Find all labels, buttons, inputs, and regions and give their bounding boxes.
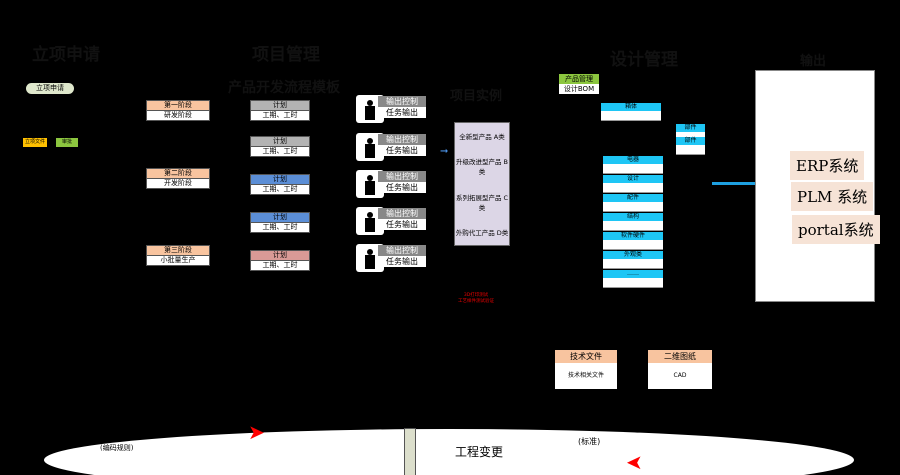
- apply-pill[interactable]: 立项申请: [26, 83, 74, 94]
- design-item[interactable]: 外观类: [603, 251, 663, 269]
- example-c: 系列拓展型产品 C类: [455, 193, 509, 212]
- heading-project: 项目管理: [252, 45, 320, 65]
- red-note: 3D打印测试工艺样件测试验证: [458, 293, 494, 304]
- design-item[interactable]: 结构: [603, 213, 663, 231]
- arrow-right-icon: ➞: [440, 146, 449, 157]
- ellipse-left-label: (编码规则): [100, 444, 134, 452]
- heading-example: 项目实例: [450, 89, 503, 104]
- system-plm: PLM 系统: [791, 182, 874, 211]
- red-arrow-left-icon: ➤: [626, 450, 643, 474]
- system-portal: portal系统: [792, 215, 880, 244]
- output-control-box: 输出控制任务输出: [378, 96, 426, 118]
- heading-flow: 产品开发流程模板: [228, 80, 340, 96]
- plan-box: 计划工期、工时: [250, 212, 310, 233]
- design-item[interactable]: 设计: [603, 175, 663, 193]
- connector-line: [712, 182, 756, 185]
- product-box: 产品管理设计BOM: [559, 74, 599, 94]
- plan-box: 计划工期、工时: [250, 250, 310, 271]
- output-control-box: 输出控制任务输出: [378, 171, 426, 193]
- heading-design: 设计管理: [610, 50, 678, 70]
- ellipse-right-label: (标准): [578, 437, 601, 446]
- output-control-box: 输出控制任务输出: [378, 245, 426, 267]
- design-item[interactable]: 部件: [676, 137, 705, 155]
- design-item[interactable]: 配件: [603, 194, 663, 212]
- design-item[interactable]: 电器: [603, 156, 663, 174]
- output-control-box: 输出控制任务输出: [378, 208, 426, 230]
- system-erp: ERP系统: [790, 151, 865, 180]
- tech-box: 技术文件技术相关文件: [555, 350, 617, 389]
- heading-apply: 立项申请: [32, 45, 100, 65]
- apply-doc: 立项文件: [23, 138, 47, 147]
- apply-approve: 审批: [56, 138, 78, 147]
- heading-output: 输出: [800, 54, 827, 69]
- design-item[interactable]: 箱体: [601, 103, 661, 121]
- red-arrow-right-icon: ➤: [248, 420, 265, 444]
- ellipse-center-label: 工程变更: [455, 445, 504, 459]
- plan-box: 计划工期、工时: [250, 100, 310, 121]
- lifecycle-ellipse: [44, 429, 854, 475]
- design-item[interactable]: ……: [603, 270, 663, 288]
- double-arrow-icon: [404, 428, 416, 475]
- stage-box: 第一阶段研发阶段: [146, 100, 210, 121]
- stage-box: 第二阶段开发阶段: [146, 168, 210, 189]
- stage-box: 第三阶段小批量生产: [146, 245, 210, 266]
- example-d: 外购代工产品 D类: [455, 229, 509, 238]
- plan-box: 计划工期、工时: [250, 174, 310, 195]
- plan-box: 计划工期、工时: [250, 136, 310, 157]
- output-control-box: 输出控制任务输出: [378, 134, 426, 156]
- example-a: 全新型产品 A类: [459, 132, 505, 141]
- design-item[interactable]: 软件硬件: [603, 232, 663, 250]
- example-box: 全新型产品 A类 升级改进型产品 B类 系列拓展型产品 C类 外购代工产品 D类: [454, 122, 510, 246]
- example-b: 升级改进型产品 B类: [455, 158, 509, 177]
